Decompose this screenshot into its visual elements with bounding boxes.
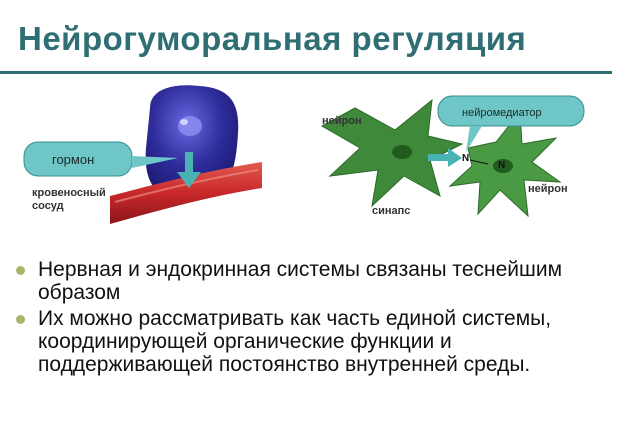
vessel-label-line1: кровеносный: [32, 187, 106, 199]
neuron-label-right: нейрон: [528, 183, 568, 195]
synapse-arrow-head: [448, 148, 462, 167]
synapse-label: синапс: [372, 205, 410, 217]
bullet-text: Их можно рассматривать как часть единой …: [38, 307, 552, 376]
neuron-label-left: нейрон: [322, 115, 362, 127]
cell-nucleus: [178, 116, 202, 136]
illustration-area: гормон кровеносный сосуд N N нейромедиат…: [0, 78, 640, 248]
vessel-label-line2: сосуд: [32, 200, 64, 212]
bullet-dot: [16, 266, 25, 275]
synapse-arrow-shaft: [428, 154, 450, 161]
bullet-item: Их можно рассматривать как часть единой …: [14, 307, 624, 376]
illustration-svg: гормон кровеносный сосуд N N нейромедиат…: [23, 85, 585, 224]
hormone-callout-pointer: [132, 156, 178, 168]
marker-connector: [469, 159, 489, 165]
bullet-item: Нервная и эндокринная системы связаны те…: [14, 258, 624, 304]
marker-n2: N: [498, 160, 505, 171]
bullet-list: Нервная и эндокринная системы связаны те…: [14, 258, 624, 379]
hormone-arrow-head: [177, 172, 201, 188]
hormone-arrow-shaft: [185, 152, 193, 174]
marker-n1: N: [462, 153, 469, 164]
neuron-left: [320, 98, 464, 208]
blood-vessel: [110, 162, 262, 224]
gland-cell: [145, 85, 239, 196]
neurotransmitter-callout: [437, 95, 585, 127]
bullet-dot: [16, 315, 25, 324]
bullet-text: Нервная и эндокринная системы связаны те…: [38, 258, 563, 304]
neurotransmitter-callout-pointer: [466, 126, 482, 152]
title-divider: [0, 71, 612, 74]
slide-title: Нейрогуморальная регуляция: [18, 20, 527, 57]
vessel-highlight: [114, 169, 259, 203]
hormone-label: гормон: [52, 152, 94, 167]
neurotransmitter-label: нейромедиатор: [462, 107, 542, 119]
nucleus-highlight: [180, 119, 188, 125]
